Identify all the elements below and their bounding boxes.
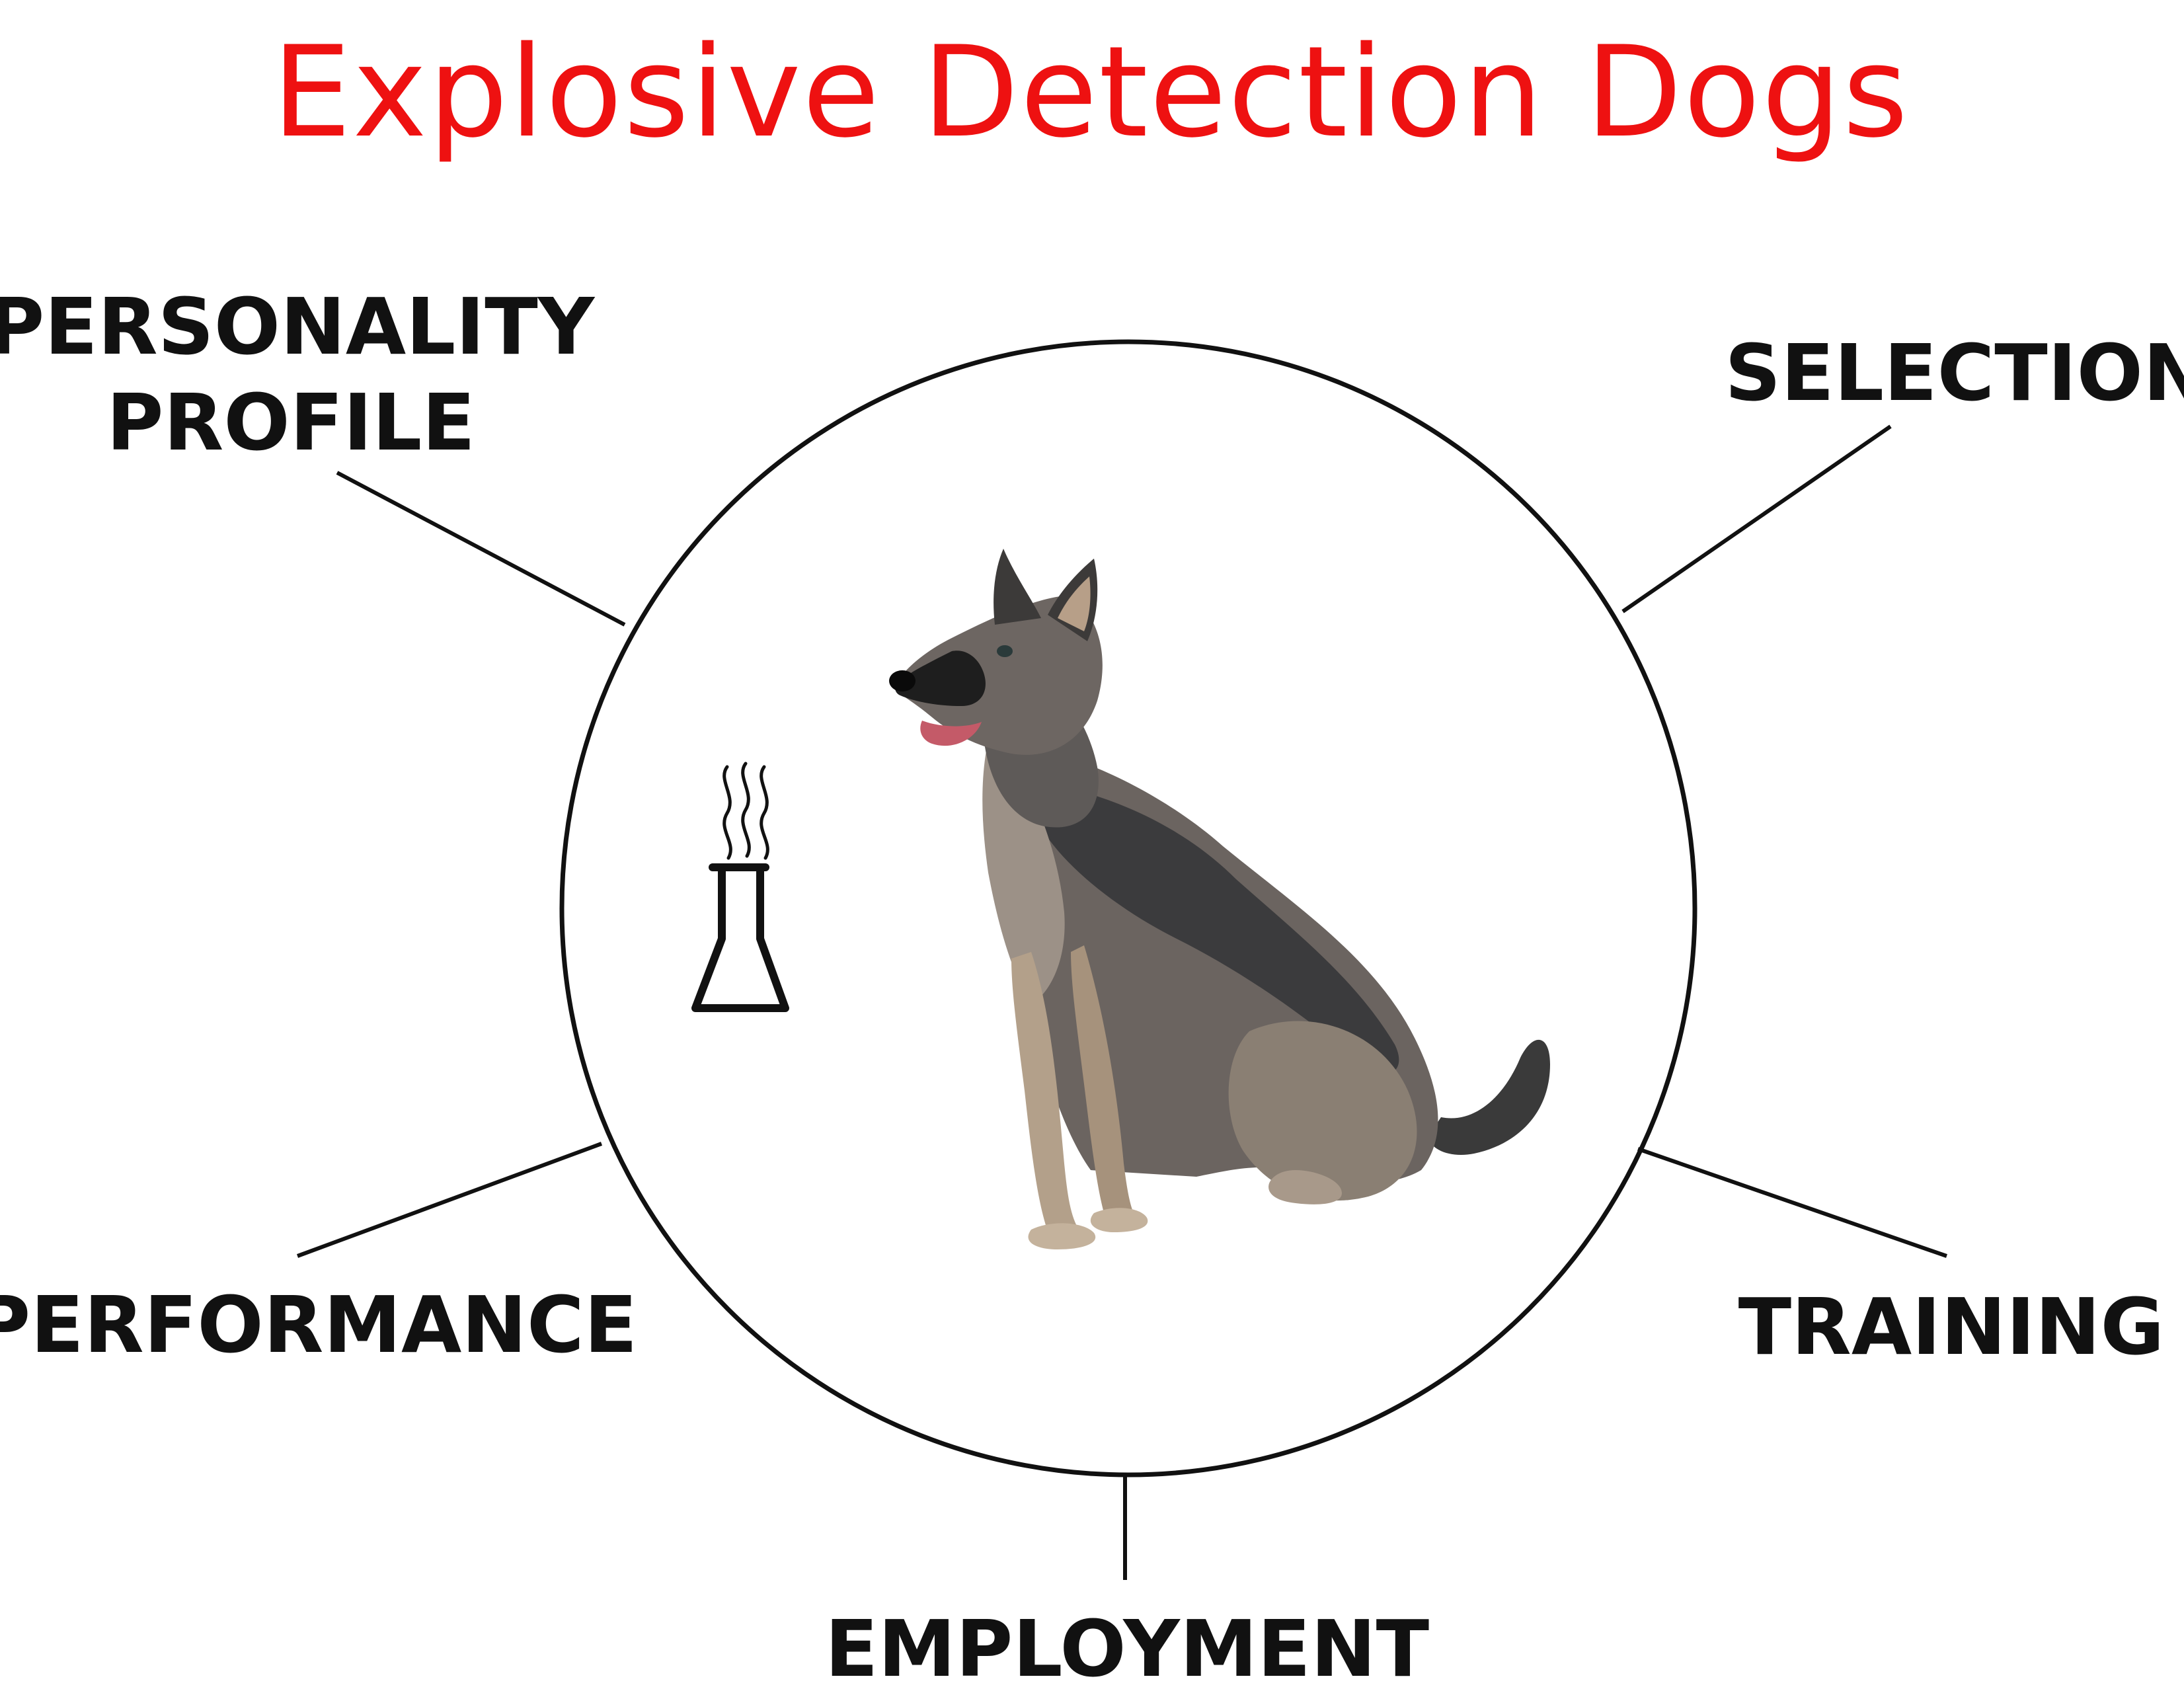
label-employment: EMPLOYMENT [825,1603,1429,1693]
dog-picture [889,549,1550,1249]
connector-selection [1621,424,1892,613]
connector-personality-profile [336,471,626,627]
flask-icon [691,762,789,1012]
label-performance: PERFORMANCE [0,1279,637,1370]
page-title: Explosive Detection Dogs [272,19,1909,165]
label-personality-line1: PERSONALITY [0,281,596,372]
connector-performance [296,1142,603,1258]
label-personality-line2: PROFILE [106,377,475,468]
connector-training [1637,1147,1947,1258]
label-training: TRAINING [1738,1281,2165,1372]
label-selection: SELECTION [1725,327,2184,418]
central-circle [559,339,1697,1477]
